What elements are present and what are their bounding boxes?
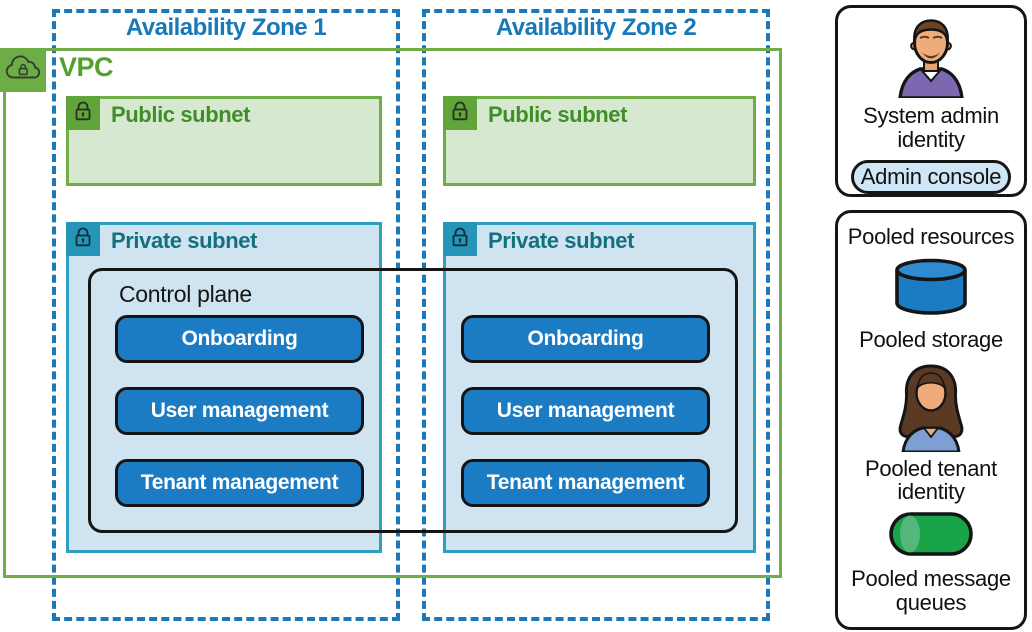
tenant-management-node: Tenant management [461, 459, 710, 507]
public-subnet-label: Public subnet [488, 102, 628, 127]
system-admin-panel: System admin identity Admin console [835, 5, 1027, 197]
lock-icon [450, 100, 470, 127]
private-subnet-tab [66, 222, 100, 256]
control-plane-label: Control plane [119, 281, 252, 307]
pooled-resources-panel: Pooled resources Pooled storage Pooled t… [835, 210, 1027, 630]
availability-zone-2-box [422, 9, 770, 621]
tenant-person-icon [887, 362, 975, 457]
control-plane-services-az1: Onboarding User management Tenant manage… [115, 315, 364, 531]
system-admin-identity-label: System admin identity [863, 103, 999, 152]
tenant-management-node: Tenant management [115, 459, 364, 507]
user-management-node: User management [461, 387, 710, 435]
lock-icon [450, 226, 470, 253]
vpc-label: VPC [59, 52, 114, 82]
vpc-box [3, 48, 782, 578]
public-subnet-tab [443, 96, 477, 130]
availability-zone-1-box [52, 9, 400, 621]
lock-icon [73, 226, 93, 253]
pooled-resources-title: Pooled resources [847, 224, 1015, 249]
cloud-lock-icon [4, 54, 42, 87]
public-subnet-tab [66, 96, 100, 130]
pooled-message-queues-label: Pooled message queues [851, 566, 1011, 615]
message-queue-icon [887, 510, 975, 563]
private-subnet-label: Private subnet [111, 228, 258, 253]
onboarding-node: Onboarding [461, 315, 710, 363]
control-plane-services-az2: Onboarding User management Tenant manage… [461, 315, 710, 531]
vpc-tab [0, 48, 46, 92]
pooled-tenant-identity-label: Pooled tenant identity [865, 455, 997, 505]
admin-person-icon [888, 16, 974, 103]
storage-cylinder-icon [891, 257, 971, 322]
public-subnet-label: Public subnet [111, 102, 251, 127]
user-management-node: User management [115, 387, 364, 435]
private-subnet-tab [443, 222, 477, 256]
availability-zone-1-label: Availability Zone 1 [125, 14, 327, 41]
onboarding-node: Onboarding [115, 315, 364, 363]
public-subnet-az1: Public subnet [66, 96, 382, 186]
public-subnet-az2: Public subnet [443, 96, 756, 186]
control-plane-box: Control plane Onboarding User management… [88, 268, 738, 533]
pooled-storage-label: Pooled storage [859, 326, 1003, 352]
private-subnet-label: Private subnet [488, 228, 635, 253]
availability-zone-2-label: Availability Zone 2 [495, 14, 697, 41]
admin-console-node: Admin console [851, 159, 1011, 194]
lock-icon [73, 100, 93, 127]
